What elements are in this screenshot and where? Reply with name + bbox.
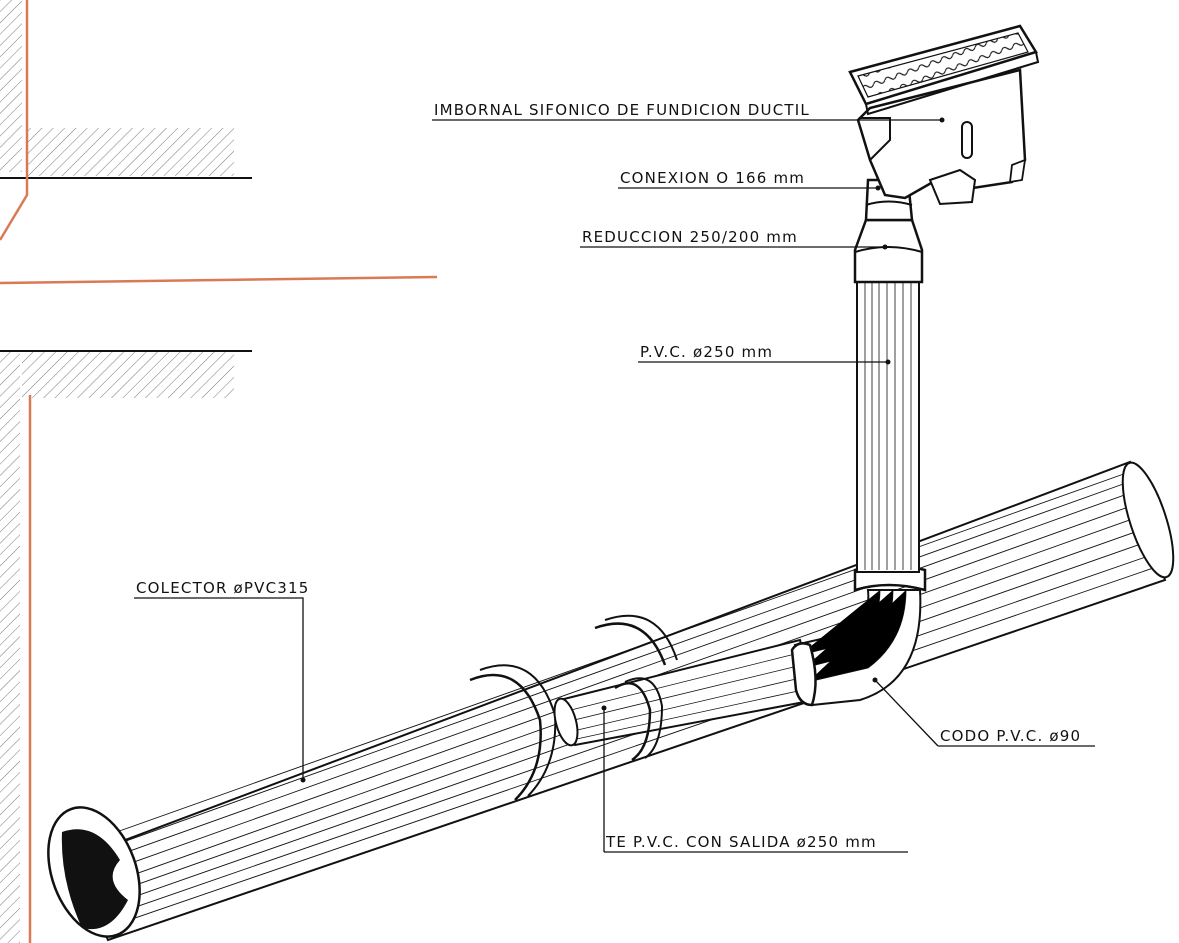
reducer-fitting xyxy=(853,218,924,284)
siphonic-inlet xyxy=(856,68,1027,206)
label-reduction: REDUCCION 250/200 mm xyxy=(582,228,798,246)
label-riser: P.V.C. ø250 mm xyxy=(640,343,773,361)
label-collector: COLECTOR øPVC315 xyxy=(136,579,310,597)
label-inlet: IMBORNAL SIFONICO DE FUNDICION DUCTIL xyxy=(434,101,810,119)
label-elbow: CODO P.V.C. ø90 xyxy=(940,727,1081,745)
elbow-fitting xyxy=(790,563,927,707)
grate xyxy=(848,24,1040,116)
label-tee: TE P.V.C. CON SALIDA ø250 mm xyxy=(605,833,877,851)
orange-reference-lines xyxy=(0,0,438,943)
wall-section xyxy=(0,0,252,943)
label-connection: CONEXION O 166 mm xyxy=(620,169,805,187)
riser-pipe xyxy=(856,279,920,573)
leader-lines xyxy=(134,119,1095,853)
leader-dots xyxy=(300,117,945,783)
